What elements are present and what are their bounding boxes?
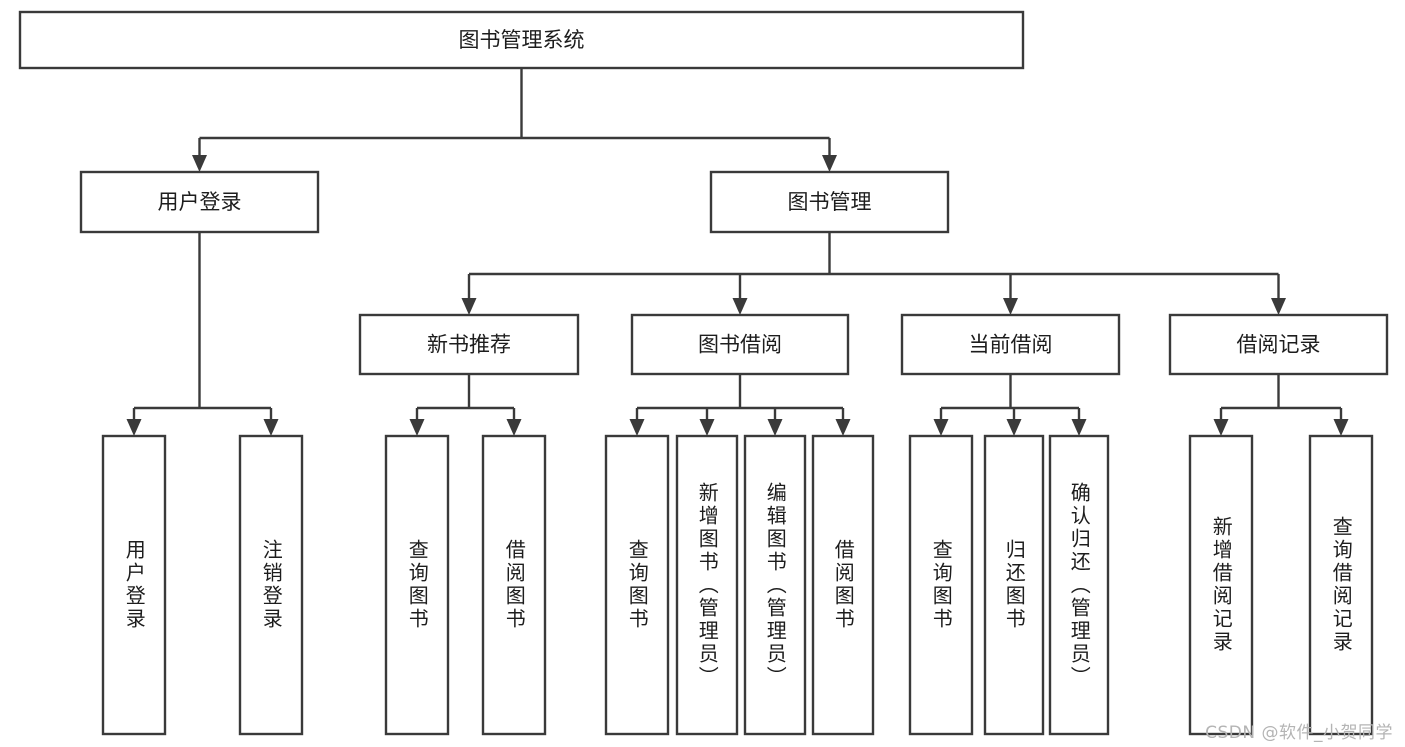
node-box-leaf-1-1-3[interactable] [811,434,875,736]
node-box-leaf-1-0-1[interactable] [481,434,547,736]
node-box-l3-0-1[interactable] [238,434,304,736]
node-box-leaf-1-3-0[interactable] [1188,434,1254,736]
node-box-leaf-1-0-0[interactable] [384,434,450,736]
node-box-leaf-1-2-1[interactable] [983,434,1045,736]
node-label: 用户登录 [158,190,242,214]
node-box-l3-1-3[interactable] [1168,313,1389,376]
watermark: CSDN @软件_小贺同学 [1205,723,1393,743]
node-box-leaf-1-1-0[interactable] [604,434,670,736]
node-box-root-0[interactable] [18,10,1025,70]
node-box-l3-0-0[interactable] [101,434,167,736]
box-layer [18,10,1389,736]
node-label: 新书推荐 [427,333,511,357]
node-box-l2-1[interactable] [709,170,950,234]
node-label: 借阅记录 [1237,333,1321,357]
node-box-l2-0[interactable] [79,170,320,234]
connector-layer [126,68,1349,436]
node-box-leaf-1-2-0[interactable] [908,434,974,736]
node-label: 当前借阅 [969,333,1053,357]
node-box-l3-1-0[interactable] [358,313,580,376]
node-box-leaf-1-1-1[interactable] [675,434,739,736]
node-label: 图书借阅 [698,333,782,357]
node-box-l3-1-1[interactable] [630,313,850,376]
node-box-leaf-1-3-1[interactable] [1308,434,1374,736]
node-label: 图书管理系统 [459,28,585,52]
node-box-leaf-1-2-2[interactable] [1048,434,1110,736]
node-label: 图书管理 [788,190,872,214]
node-box-leaf-1-1-2[interactable] [743,434,807,736]
node-box-l3-1-2[interactable] [900,313,1121,376]
